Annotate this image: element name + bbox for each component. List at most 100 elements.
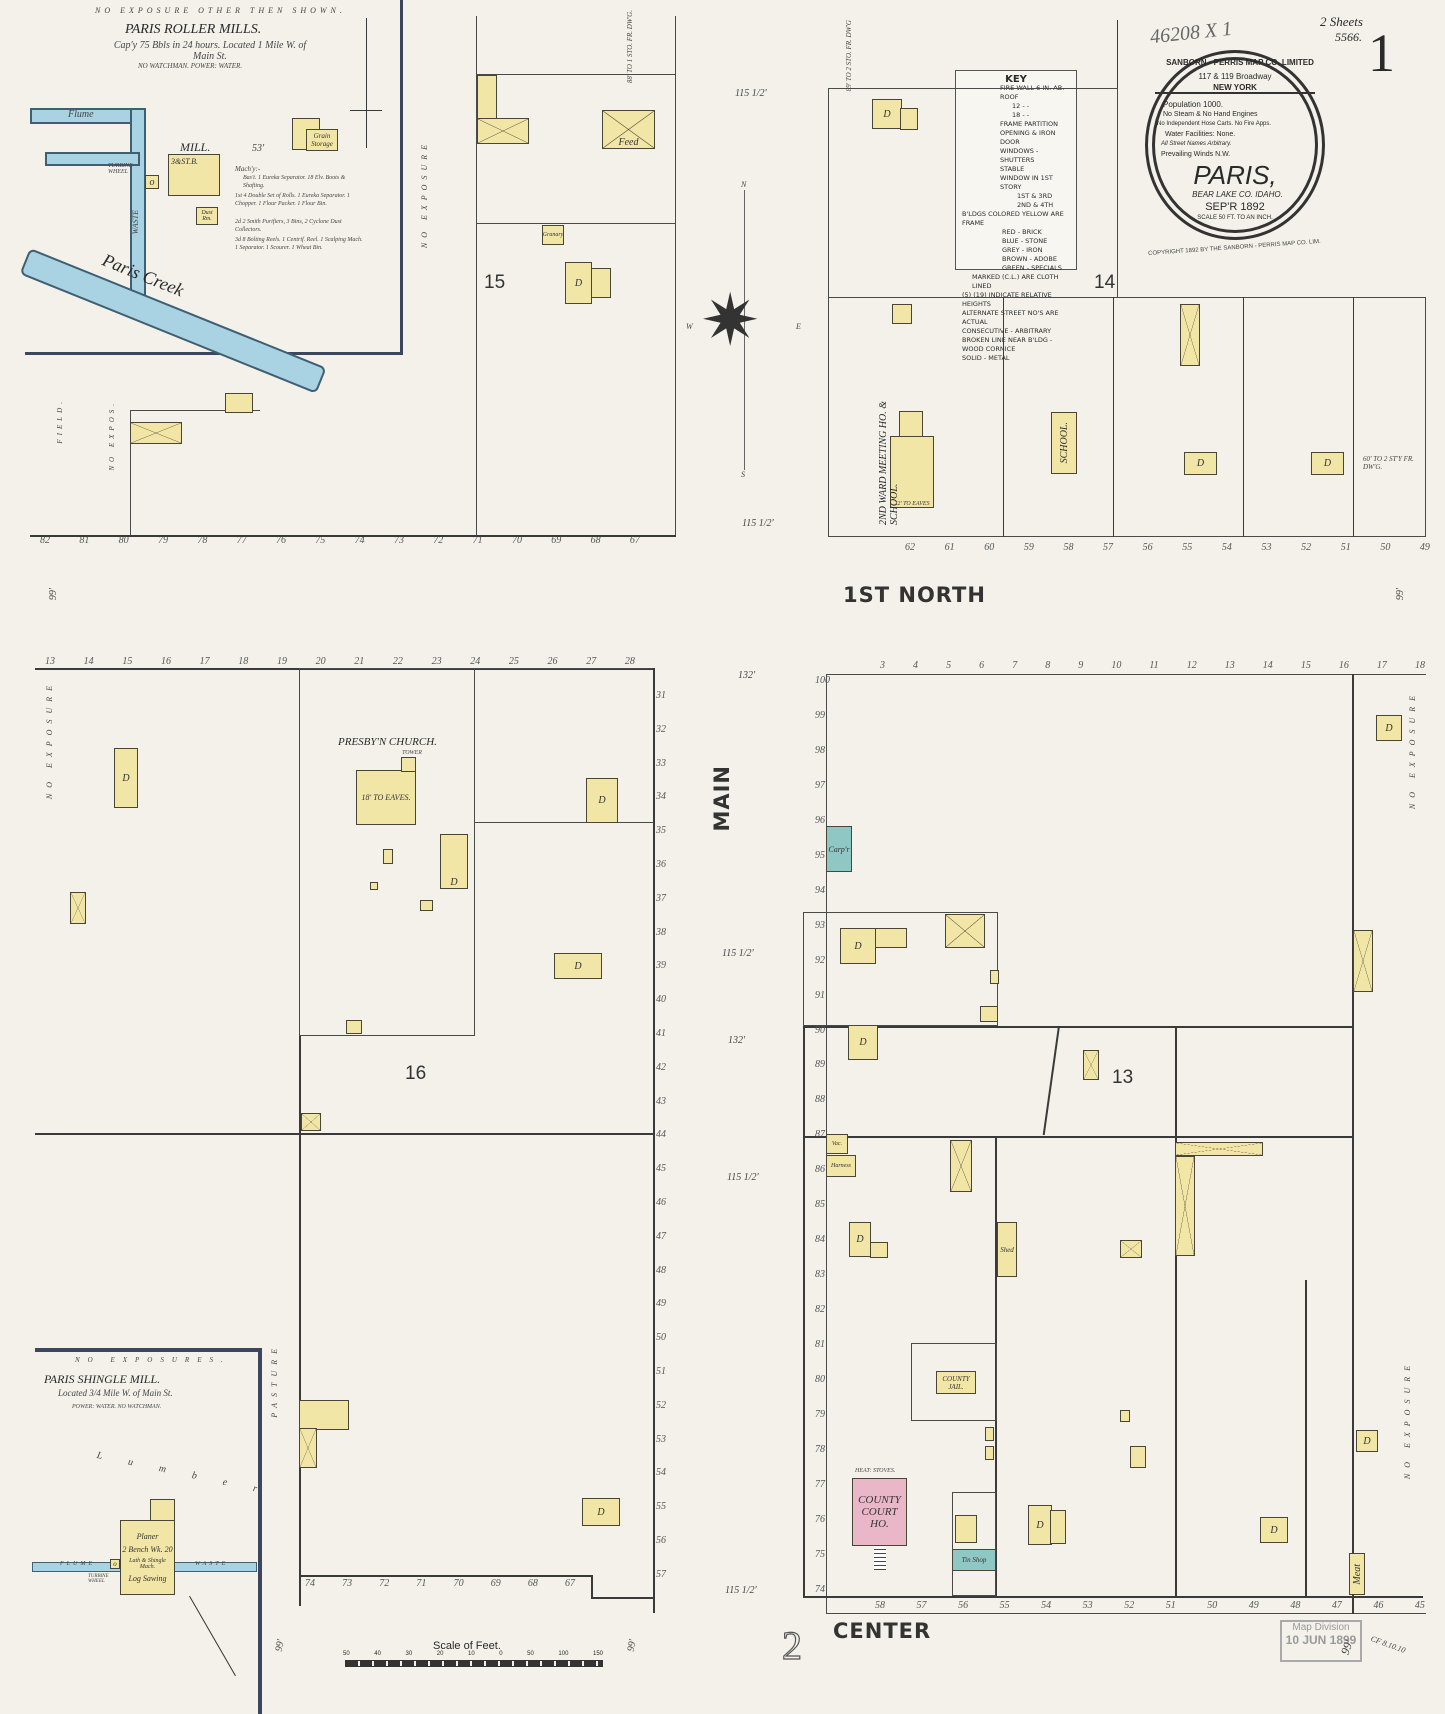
lot-line — [299, 1575, 591, 1577]
lot-number: 97 — [815, 779, 825, 791]
roller-mill-exposure: NO EXPOSURE OTHER THEN SHOWN. — [95, 6, 346, 15]
stamp-line2: 10 JUN 1899 — [1285, 1633, 1357, 1647]
lot-line — [803, 1596, 1423, 1598]
shingle-notes: POWER: WATER. NO WATCHMAN. — [72, 1404, 162, 1410]
dwelling-label: D — [122, 772, 130, 784]
court-steps — [874, 1546, 886, 1570]
street-main: MAIN — [710, 765, 734, 832]
lot-number: 51 — [1340, 542, 1351, 553]
lot-number: 99 — [815, 709, 825, 721]
dim-label: 99' — [1395, 588, 1406, 601]
block-15-lot — [476, 74, 676, 224]
dwelling: D — [1184, 452, 1217, 475]
lot-number: 9 — [1078, 660, 1084, 671]
lot-number: 10 — [1111, 660, 1122, 671]
corner-note: CF 8.10.10 — [1369, 1634, 1407, 1655]
key-item: OPENING & IRON DOOR — [1000, 129, 1056, 146]
dim-label: 115 1/2' — [735, 88, 767, 99]
no-exposure-label: NO EXPOSURE — [45, 680, 54, 800]
lot-number: 82 — [815, 1304, 825, 1316]
lot-number: 74 — [815, 1583, 825, 1595]
seal-address: 117 & 119 Broadway — [1198, 72, 1272, 81]
outbuilding — [1120, 1410, 1130, 1422]
lot-number: 45 — [656, 1163, 666, 1175]
north-arrow-inset — [366, 18, 367, 148]
lot-number: 74 — [354, 535, 365, 546]
seal-engines: No Steam & No Hand Engines — [1163, 111, 1258, 118]
county-court-house: COUNTY COURT HO. — [852, 1478, 907, 1546]
planer-label: Planer — [136, 1532, 159, 1541]
lath-label: Lath & Shingle Mach. — [129, 1558, 166, 1570]
roller-mill-title: PARIS ROLLER MILLS. — [125, 22, 262, 37]
next-sheet-marker: 2 — [781, 1622, 802, 1668]
dwelling-label: D — [597, 1506, 605, 1518]
lot-number: 13 — [45, 656, 55, 667]
seal-county: BEAR LAKE CO. IDAHO. — [1192, 190, 1283, 199]
feed-label: Feed — [618, 137, 639, 148]
lot-number: 75 — [315, 535, 326, 546]
lot-number-col-main-east: 100 99 98 97 96 95 94 93 92 91 90 89 88 … — [815, 675, 830, 1595]
lot-number: 47 — [656, 1230, 666, 1242]
lot-number: 16 — [1338, 660, 1349, 671]
stable-large-wing — [1175, 1156, 1195, 1256]
lot-number: 67 — [629, 535, 640, 546]
lot-number: 77 — [236, 535, 247, 546]
lot-number: 44 — [656, 1129, 666, 1141]
lot-number: 21 — [354, 656, 365, 667]
key-item: ALTERNATE STREET NO'S ARE ACTUAL — [962, 309, 1059, 326]
outbuilding — [990, 970, 999, 984]
seal-population: Population 1000. — [1163, 100, 1224, 109]
dwelling-label: D — [859, 1037, 867, 1048]
shingle-turbine-label: TURBINE WHEEL — [88, 1574, 109, 1584]
lot-number: 77 — [815, 1478, 825, 1490]
outbuilding — [985, 1427, 994, 1441]
harness-shop: Harness — [826, 1155, 856, 1177]
lot-cluster — [803, 912, 998, 1026]
publisher-seal: SANBORN - PERRIS MAP CO. LIMITED 117 & 1… — [1145, 50, 1325, 240]
north-arrow-inset-cross — [350, 110, 382, 111]
compass-axis — [744, 190, 745, 470]
dim-label: 99' — [625, 1638, 639, 1653]
block-number: 15 — [484, 272, 506, 293]
lot-number: 60 — [984, 542, 995, 553]
church-lot — [299, 668, 475, 1036]
church-tower — [401, 757, 416, 772]
turbine-wheel: o — [145, 175, 159, 189]
lot-line — [803, 1026, 1353, 1028]
map-division-stamp: Map Division 10 JUN 1899 — [1280, 1620, 1362, 1662]
no-expos-label: NO EXPOS. — [108, 400, 116, 471]
lot-number: 92 — [815, 954, 825, 966]
lot-number: 23 — [431, 656, 442, 667]
compass-n: N — [741, 180, 747, 189]
lot-number: 83 — [815, 1269, 825, 1281]
dwelling-label: D — [574, 277, 583, 289]
street-center: CENTER — [833, 1619, 932, 1643]
dwelling: D — [114, 748, 138, 808]
lot-number: 46 — [656, 1196, 666, 1208]
dwelling-annex — [870, 1242, 888, 1258]
lot-number-row-mid-right: 3 4 5 6 7 8 9 10 11 12 13 14 15 16 17 18 — [880, 660, 1425, 671]
dwelling-label: D — [450, 877, 458, 888]
lot-number: 58 — [875, 1600, 885, 1611]
dwelling-label: D — [1323, 458, 1332, 469]
lot-number: 91 — [815, 989, 825, 1001]
lot-number-row-bottom-right: 58 57 56 55 54 53 52 51 50 49 48 47 46 4… — [875, 1600, 1425, 1611]
page-number: 1 — [1368, 23, 1395, 83]
lot-number: 22 — [392, 656, 403, 667]
lot-number: 78 — [197, 535, 208, 546]
lot-number: 48 — [656, 1264, 666, 1276]
carpenter-shop: Carp'r — [826, 826, 852, 872]
lot-number-row-mid-left: 13 14 15 16 17 18 19 20 21 22 23 24 25 2… — [45, 656, 635, 667]
lot-number: 18 — [238, 656, 249, 667]
no-exposure-label: NO EXPOSURE — [1403, 1360, 1412, 1480]
lot-number: 15 — [122, 656, 133, 667]
lot-number: 69 — [551, 535, 562, 546]
stable — [1353, 930, 1373, 992]
machinery-2: 1st 4 Double Set of Rolls. 1 Eureka Sepa… — [235, 193, 350, 207]
meeting-house-label: 2ND WARD MEETING HO. & SCHOOL. — [878, 400, 900, 525]
scale-title: Scale of Feet. — [433, 1640, 501, 1652]
stamp-line1: Map Division — [1292, 1622, 1350, 1633]
lot-number-row-bottom-left: 74 73 72 71 70 69 68 67 — [305, 1578, 575, 1589]
dwelling-label: D — [1385, 722, 1393, 734]
lot-number: 49 — [1419, 542, 1430, 553]
